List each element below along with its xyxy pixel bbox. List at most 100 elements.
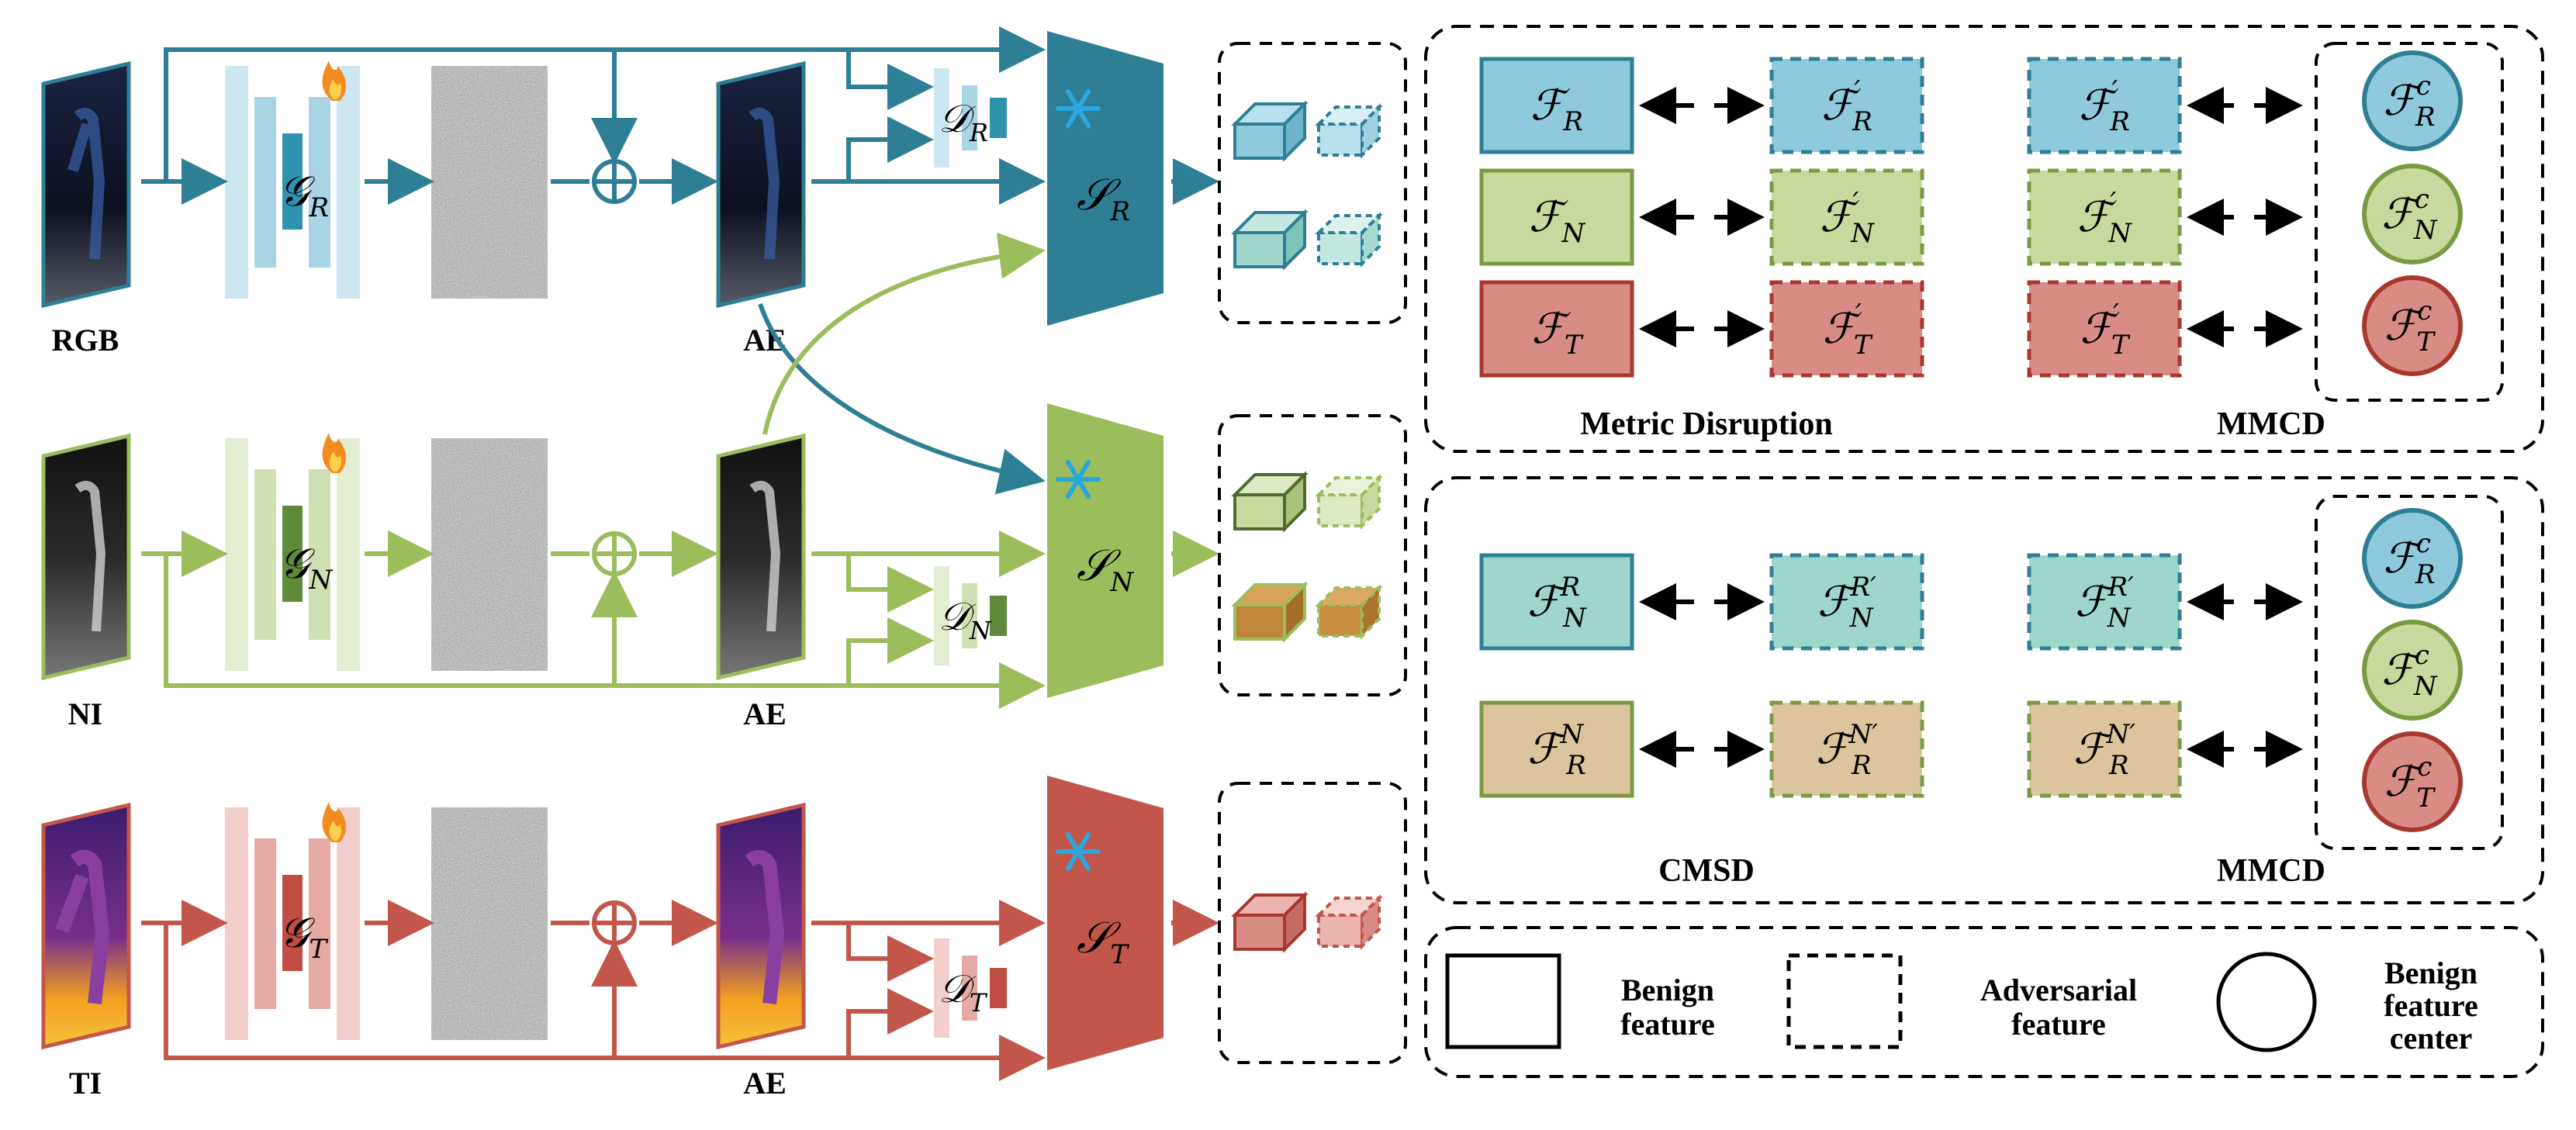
rgb-discriminator: [934, 68, 1007, 168]
row-ti: TI 𝒢T AE 𝒟T: [41, 776, 1407, 1101]
feature-N-R: [1479, 553, 1634, 651]
ti-input-label: TI: [69, 1066, 102, 1101]
feature-R-adv: [1769, 57, 1924, 154]
rgb-perturbation-noise: [431, 66, 548, 299]
feature-N-R-adv: [1769, 553, 1924, 651]
rgb-discriminator-symbol: 𝒟R: [939, 96, 988, 147]
svg-text:ℱR′N: ℱR′N: [1817, 572, 1876, 634]
svg-text:ℱN′R: ℱN′R: [2073, 719, 2135, 781]
rgb-input-label: RGB: [52, 323, 119, 358]
center-T: [2362, 275, 2463, 376]
svg-text:ℱN′R: ℱN′R: [1816, 719, 1878, 781]
svg-text:ℱR′N: ℱR′N: [2075, 572, 2134, 634]
rgb-input-image: [41, 60, 131, 309]
mmcd-title-bottom: MMCD: [2217, 853, 2325, 889]
svg-text:ℱ′T: ℱ′T: [1823, 299, 1873, 361]
ti-discriminator-symbol: 𝒟T: [939, 966, 988, 1018]
ni-benign-feature-cube-2: [1231, 581, 1309, 643]
ti-discriminator: [934, 938, 1007, 1038]
ti-adversarial-feature-cube: [1315, 894, 1383, 950]
ni-benign-feature-cube: [1231, 471, 1309, 533]
metric-arrows: [1639, 87, 2303, 347]
ni-adversarial-feature-cube-2: [1315, 584, 1383, 640]
legend-center-line3: center: [2390, 1021, 2473, 1056]
ti-input-image: [41, 802, 131, 1050]
snowflake-icon: [1056, 460, 1101, 499]
legend-adversarial-line2: feature: [2011, 1007, 2105, 1042]
feature-N-adv: [1769, 168, 1924, 266]
cmsd-arrows: [1639, 583, 2303, 768]
rgb-benign-feature-cube: [1231, 100, 1309, 162]
legend-center-line1: Benign: [2384, 955, 2477, 990]
ni-adversarial-feature-cube: [1315, 474, 1383, 530]
legend-center-line2: feature: [2384, 988, 2477, 1023]
feature-R: [1479, 57, 1634, 154]
rgb-benign-feature-cube-2: [1231, 209, 1309, 271]
feature-R-N: [1479, 700, 1634, 798]
cmsd-title: CMSD: [1658, 853, 1755, 889]
feature-R-N-adv: [1769, 700, 1924, 798]
row-ni: NI 𝒢N AE 𝒟N: [41, 232, 1407, 731]
ni-ae-label: AE: [743, 696, 787, 731]
rgb-feature-box: [1218, 42, 1407, 324]
ti-add-operator: [592, 900, 637, 945]
center-N: [2362, 164, 2463, 264]
ti-feature-box: [1218, 782, 1407, 1064]
svg-text:ℱcR: ℱcR: [2383, 528, 2435, 590]
legend-adversarial-line1: Adversarial: [1980, 973, 2137, 1007]
svg-text:ℱ′N: ℱ′N: [1820, 187, 1875, 249]
legend-center-swatch: [2216, 952, 2317, 1052]
ni-generator-symbol: 𝒢N: [279, 539, 333, 596]
center-N-2: [2362, 620, 2463, 721]
ni-input-label: NI: [68, 696, 102, 731]
rgb-adversarial-feature-cube-2: [1315, 212, 1383, 268]
flame-icon: [322, 60, 347, 101]
feature-N-adv-2: [2027, 168, 2182, 266]
ti-ae-label: AE: [743, 1066, 787, 1101]
feature-R-N-adv-2: [2027, 700, 2182, 798]
ni-adversarial-image: [716, 433, 806, 681]
ti-benign-feature-cube: [1231, 891, 1309, 953]
rgb-adversarial-image: [716, 60, 806, 309]
feature-T-adv: [1769, 280, 1924, 378]
snowflake-icon: [1056, 89, 1101, 128]
rgb-generator: [225, 66, 360, 299]
feature-T-adv-2: [2027, 280, 2182, 378]
ni-feature-box: [1218, 414, 1407, 696]
legend-benign-swatch: [1445, 953, 1561, 1049]
rgb-adversarial-feature-cube: [1315, 103, 1383, 159]
feature-N: [1479, 168, 1634, 266]
ni-discriminator-symbol: 𝒟N: [939, 594, 992, 645]
svg-text:ℱ′N: ℱ′N: [2077, 187, 2132, 249]
ni-flow-arrows: [141, 232, 1219, 709]
snowflake-icon: [1056, 832, 1101, 871]
center-R: [2362, 50, 2463, 151]
ni-input-image: [41, 433, 131, 681]
svg-text:ℱcR: ℱcR: [2383, 71, 2435, 133]
legend: Benign feature Adversarial feature Benig…: [1424, 926, 2544, 1078]
ni-discriminator: [934, 566, 1007, 665]
ni-add-operator: [592, 531, 637, 576]
ti-flow-arrows: [141, 900, 1219, 1081]
feature-T: [1479, 280, 1634, 378]
legend-benign-line2: feature: [1620, 1007, 1714, 1042]
svg-text:ℱ′T: ℱ′T: [2080, 299, 2131, 361]
legend-benign-line1: Benign: [1621, 973, 1714, 1007]
svg-text:ℱcT: ℱcT: [2384, 295, 2436, 358]
svg-text:ℱ′R: ℱ′R: [2079, 75, 2130, 137]
metric-disruption-title: Metric Disruption: [1580, 406, 1832, 442]
center-T-2: [2362, 731, 2463, 832]
rgb-flow-arrows: [141, 26, 1219, 495]
legend-adversarial-swatch: [1786, 953, 1903, 1049]
flame-icon: [322, 802, 347, 842]
svg-text:ℱcN: ℱcN: [2381, 184, 2438, 246]
feature-N-R-adv-2: [2027, 553, 2182, 651]
feature-R-adv-2: [2027, 57, 2182, 154]
ti-perturbation-noise: [431, 807, 548, 1040]
ti-generator: [225, 807, 360, 1040]
svg-text:ℱRN: ℱRN: [1527, 572, 1587, 634]
